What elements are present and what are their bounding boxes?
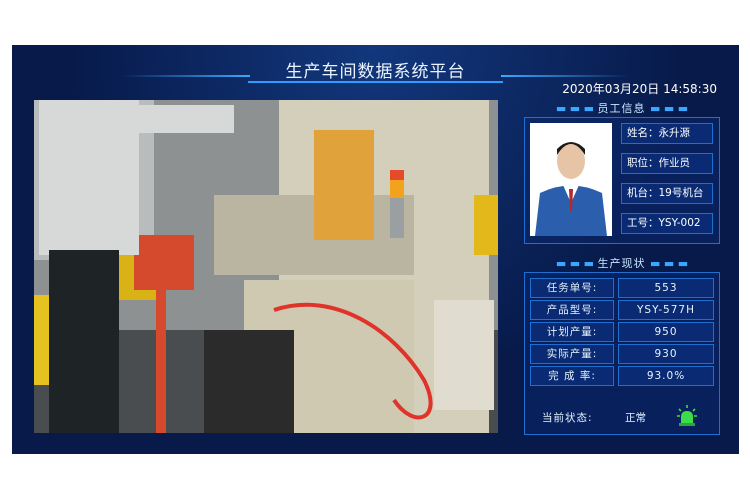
production-row-value: 93.0%	[618, 366, 714, 386]
title-frame	[248, 55, 503, 83]
production-section-header: ▬ ▬ ▬ 生产现状 ▬ ▬ ▬	[524, 255, 720, 271]
header-line-right	[501, 75, 629, 77]
header-dash-icon: ▬ ▬ ▬	[555, 257, 598, 270]
production-row-value: 553	[618, 278, 714, 298]
green-signal-light-icon	[677, 405, 697, 426]
dashboard-screen: 生产车间数据系统平台 2020年03月20日 14:58:30	[12, 45, 739, 454]
production-section-title: 生产现状	[597, 257, 646, 270]
employee-id: 工号：YSY-002	[621, 213, 713, 234]
production-card: 任务单号: 553 产品型号: YSY-577H 计划产量: 950 实际产量:…	[524, 272, 720, 435]
employee-machine: 机台：19号机台	[621, 183, 713, 204]
employee-card: 姓名：永升源 职位：作业员 机台：19号机台 工号：YSY-002	[524, 117, 720, 244]
production-row-value: 930	[618, 344, 714, 364]
workshop-scene	[34, 100, 498, 433]
header-dash-icon: ▬ ▬ ▬	[555, 102, 598, 115]
production-row-value: 950	[618, 322, 714, 342]
production-row: 任务单号: 553	[530, 278, 714, 298]
employee-name: 姓名：永升源	[621, 123, 713, 144]
status-value: 正常	[625, 412, 646, 424]
header-line-left	[122, 75, 250, 77]
status-label: 当前状态:	[542, 412, 593, 424]
production-row-value: YSY-577H	[618, 300, 714, 320]
info-panel: ▬ ▬ ▬ 员工信息 ▬ ▬ ▬ 姓名：永升源 职位：作业员 机台：19号机台 …	[524, 100, 720, 435]
production-row-label: 实际产量:	[530, 344, 614, 364]
production-row: 实际产量: 930	[530, 344, 714, 364]
production-row: 计划产量: 950	[530, 322, 714, 342]
production-row-label: 产品型号:	[530, 300, 614, 320]
employee-section-title: 员工信息	[597, 102, 646, 115]
employee-section-header: ▬ ▬ ▬ 员工信息 ▬ ▬ ▬	[524, 100, 720, 116]
production-row: 产品型号: YSY-577H	[530, 300, 714, 320]
production-row-label: 计划产量:	[530, 322, 614, 342]
production-row: 完 成 率: 93.0%	[530, 366, 714, 386]
employee-photo	[530, 123, 612, 236]
header-dash-icon: ▬ ▬ ▬	[649, 257, 689, 270]
employee-position: 职位：作业员	[621, 153, 713, 174]
production-row-label: 完 成 率:	[530, 366, 614, 386]
datetime-display: 2020年03月20日 14:58:30	[562, 82, 717, 96]
production-row-label: 任务单号:	[530, 278, 614, 298]
header-dash-icon: ▬ ▬ ▬	[649, 102, 689, 115]
employee-portrait	[530, 123, 612, 236]
workshop-camera-image	[34, 100, 498, 433]
page-title: 生产车间数据系统平台	[285, 62, 466, 82]
